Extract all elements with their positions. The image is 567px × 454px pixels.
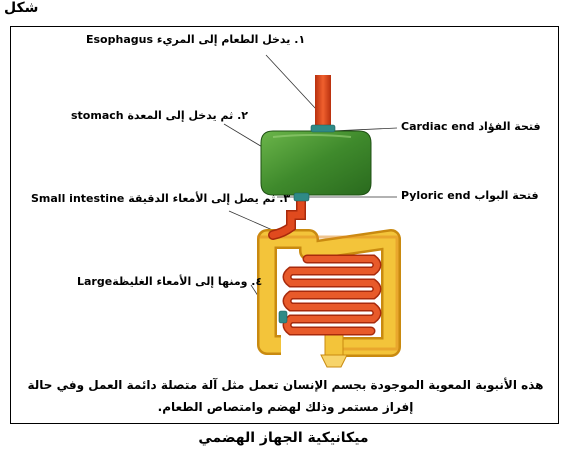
- figure-label: شكل: [4, 0, 39, 16]
- diagram-frame: ١. يدخل الطعام إلى المريء Esophagus ٢. ث…: [10, 26, 559, 424]
- small-intestine: [268, 196, 382, 336]
- label-stomach: ٢. ثم يدخل إلى المعدة stomach: [71, 109, 249, 122]
- label-small-intestine: ٣. ثم يصل إلى الأمعاء الدقيقة Small inte…: [31, 192, 291, 205]
- esophagus-tube: [315, 75, 331, 131]
- stomach: [260, 130, 372, 196]
- figure-title: ميكانيكية الجهاز الهضمي: [198, 430, 369, 446]
- anal-canal: [320, 354, 348, 368]
- label-large-intestine: ٤. ومنها إلى الأمعاء الغليظةLarge: [77, 275, 263, 288]
- ileocecal-valve: [278, 310, 288, 324]
- label-cardiac-end: فتحة الفؤاد Cardiac end: [401, 120, 541, 133]
- cardiac-sphincter: [310, 124, 336, 133]
- caption-line-1: هذه الأنبوبة المعوية الموجودة بجسم الإنس…: [27, 378, 544, 392]
- label-esophagus: ١. يدخل الطعام إلى المريء Esophagus: [86, 33, 306, 46]
- pyloric-sphincter: [293, 192, 310, 202]
- label-pyloric-end: فتحة البواب Pyloric end: [401, 189, 539, 202]
- pointer-esophagus: [265, 54, 317, 110]
- caption-line-2: إفراز مستمر وذلك لهضم وامتصاص الطعام.: [157, 400, 414, 414]
- digestive-system-diagram: [223, 54, 401, 368]
